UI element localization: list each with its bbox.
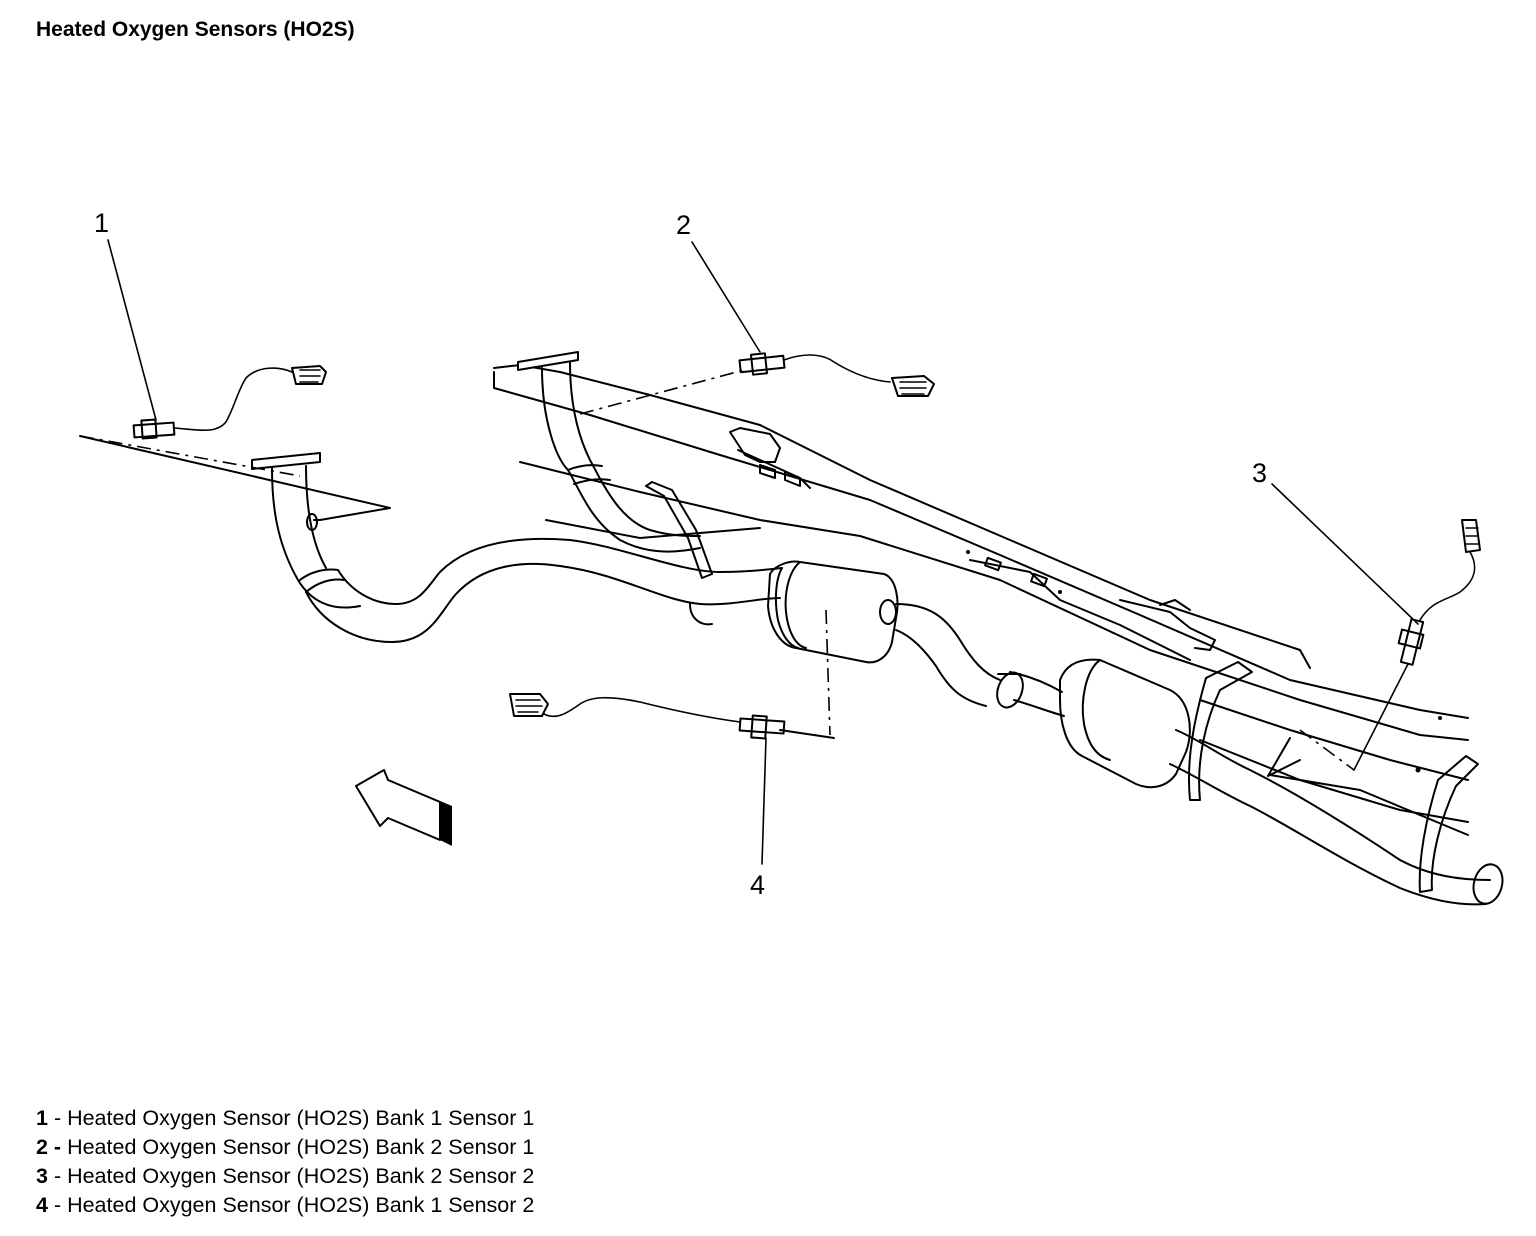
legend-item: 2 - Heated Oxygen Sensor (HO2S) Bank 2 S…: [36, 1133, 534, 1162]
front-catalytic-converter: [767, 560, 1024, 736]
callout-1-label: 1: [94, 208, 109, 238]
callout-3: 3: [1252, 458, 1419, 771]
legend-item: 3 - Heated Oxygen Sensor (HO2S) Bank 2 S…: [36, 1162, 534, 1191]
legend-item-separator: -: [47, 1164, 68, 1188]
sensor-3-bank2-sensor2: [1267, 519, 1481, 777]
legend-item-text: Heated Oxygen Sensor (HO2S) Bank 2 Senso…: [67, 1164, 535, 1188]
legend-item-number: 1: [36, 1106, 48, 1130]
legend: 1 - Heated Oxygen Sensor (HO2S) Bank 1 S…: [36, 1104, 534, 1220]
callout-2-label: 2: [676, 210, 691, 240]
legend-item-separator: -: [47, 1106, 68, 1130]
frame-rail: [493, 364, 1469, 836]
callout-2: 2: [676, 210, 761, 353]
legend-item-number: 4: [36, 1193, 48, 1217]
legend-item-text: Heated Oxygen Sensor (HO2S) Bank 1 Senso…: [67, 1106, 535, 1130]
page-title: Heated Oxygen Sensors (HO2S): [36, 18, 355, 41]
legend-item-text: Heated Oxygen Sensor (HO2S) Bank 2 Senso…: [67, 1135, 535, 1159]
callout-4: 4: [750, 737, 767, 900]
callout-1: 1: [94, 208, 157, 421]
legend-item-text: Heated Oxygen Sensor (HO2S) Bank 1 Senso…: [67, 1193, 535, 1217]
rear-catalytic-converter: [1009, 658, 1504, 906]
sensor-2-bank2-sensor1: [579, 352, 935, 415]
callout-4-label: 4: [750, 870, 765, 900]
legend-item-separator: -: [47, 1193, 68, 1217]
sensor-4-bank1-sensor2: [509, 693, 835, 740]
legend-item-number: 2 -: [36, 1135, 62, 1159]
sensor-1-bank1-sensor1: [79, 365, 391, 521]
front-direction-arrow-icon: [355, 769, 452, 846]
legend-item: 1 - Heated Oxygen Sensor (HO2S) Bank 1 S…: [36, 1104, 534, 1133]
bank2-down-pipe: [517, 351, 713, 579]
callout-3-label: 3: [1252, 458, 1267, 488]
legend-item: 4 - Heated Oxygen Sensor (HO2S) Bank 1 S…: [36, 1191, 534, 1220]
bank1-down-pipe: [251, 452, 783, 643]
legend-item-number: 3: [36, 1164, 48, 1188]
